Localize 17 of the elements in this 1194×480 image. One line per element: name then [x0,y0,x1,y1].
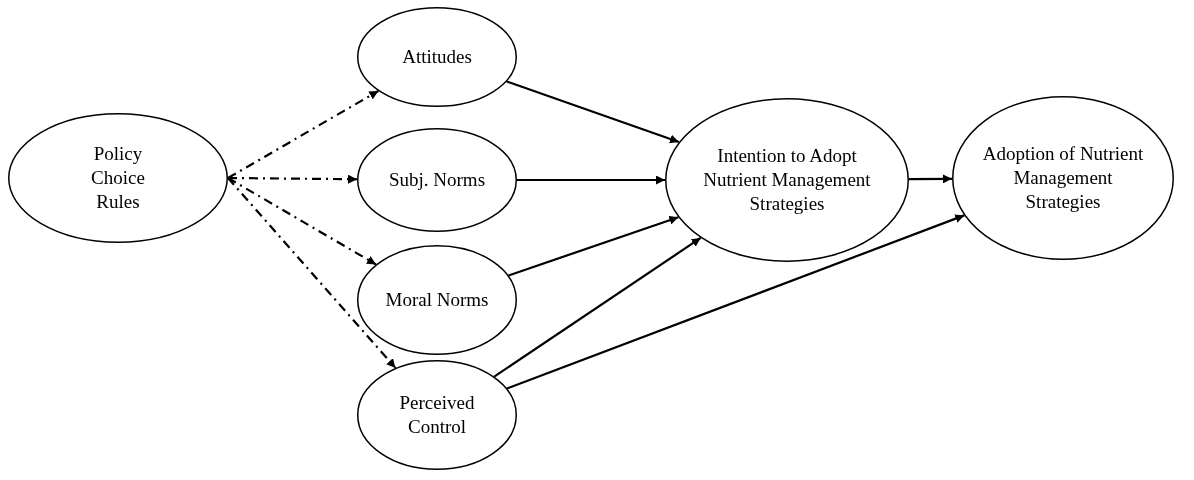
node-label: Intention to Adopt Nutrient Management Strategies [702,144,872,216]
arrow [506,214,965,390]
arrow [227,90,379,179]
arrow [227,177,377,266]
arrow [508,215,679,277]
arrow [228,174,358,184]
arrow [227,177,397,369]
node-label: Policy Choice Rules [90,142,146,214]
arrow [909,174,952,184]
arrow [493,237,702,378]
node-label: Subj. Norms [388,168,486,192]
arrow [517,175,665,185]
node-label: Moral Norms [385,288,489,312]
node-label: Perceived Control [398,391,476,439]
arrow [506,80,680,144]
node-label: Adoption of Nutrient Management Strategies [981,142,1145,214]
node-label: Attitudes [402,45,472,69]
